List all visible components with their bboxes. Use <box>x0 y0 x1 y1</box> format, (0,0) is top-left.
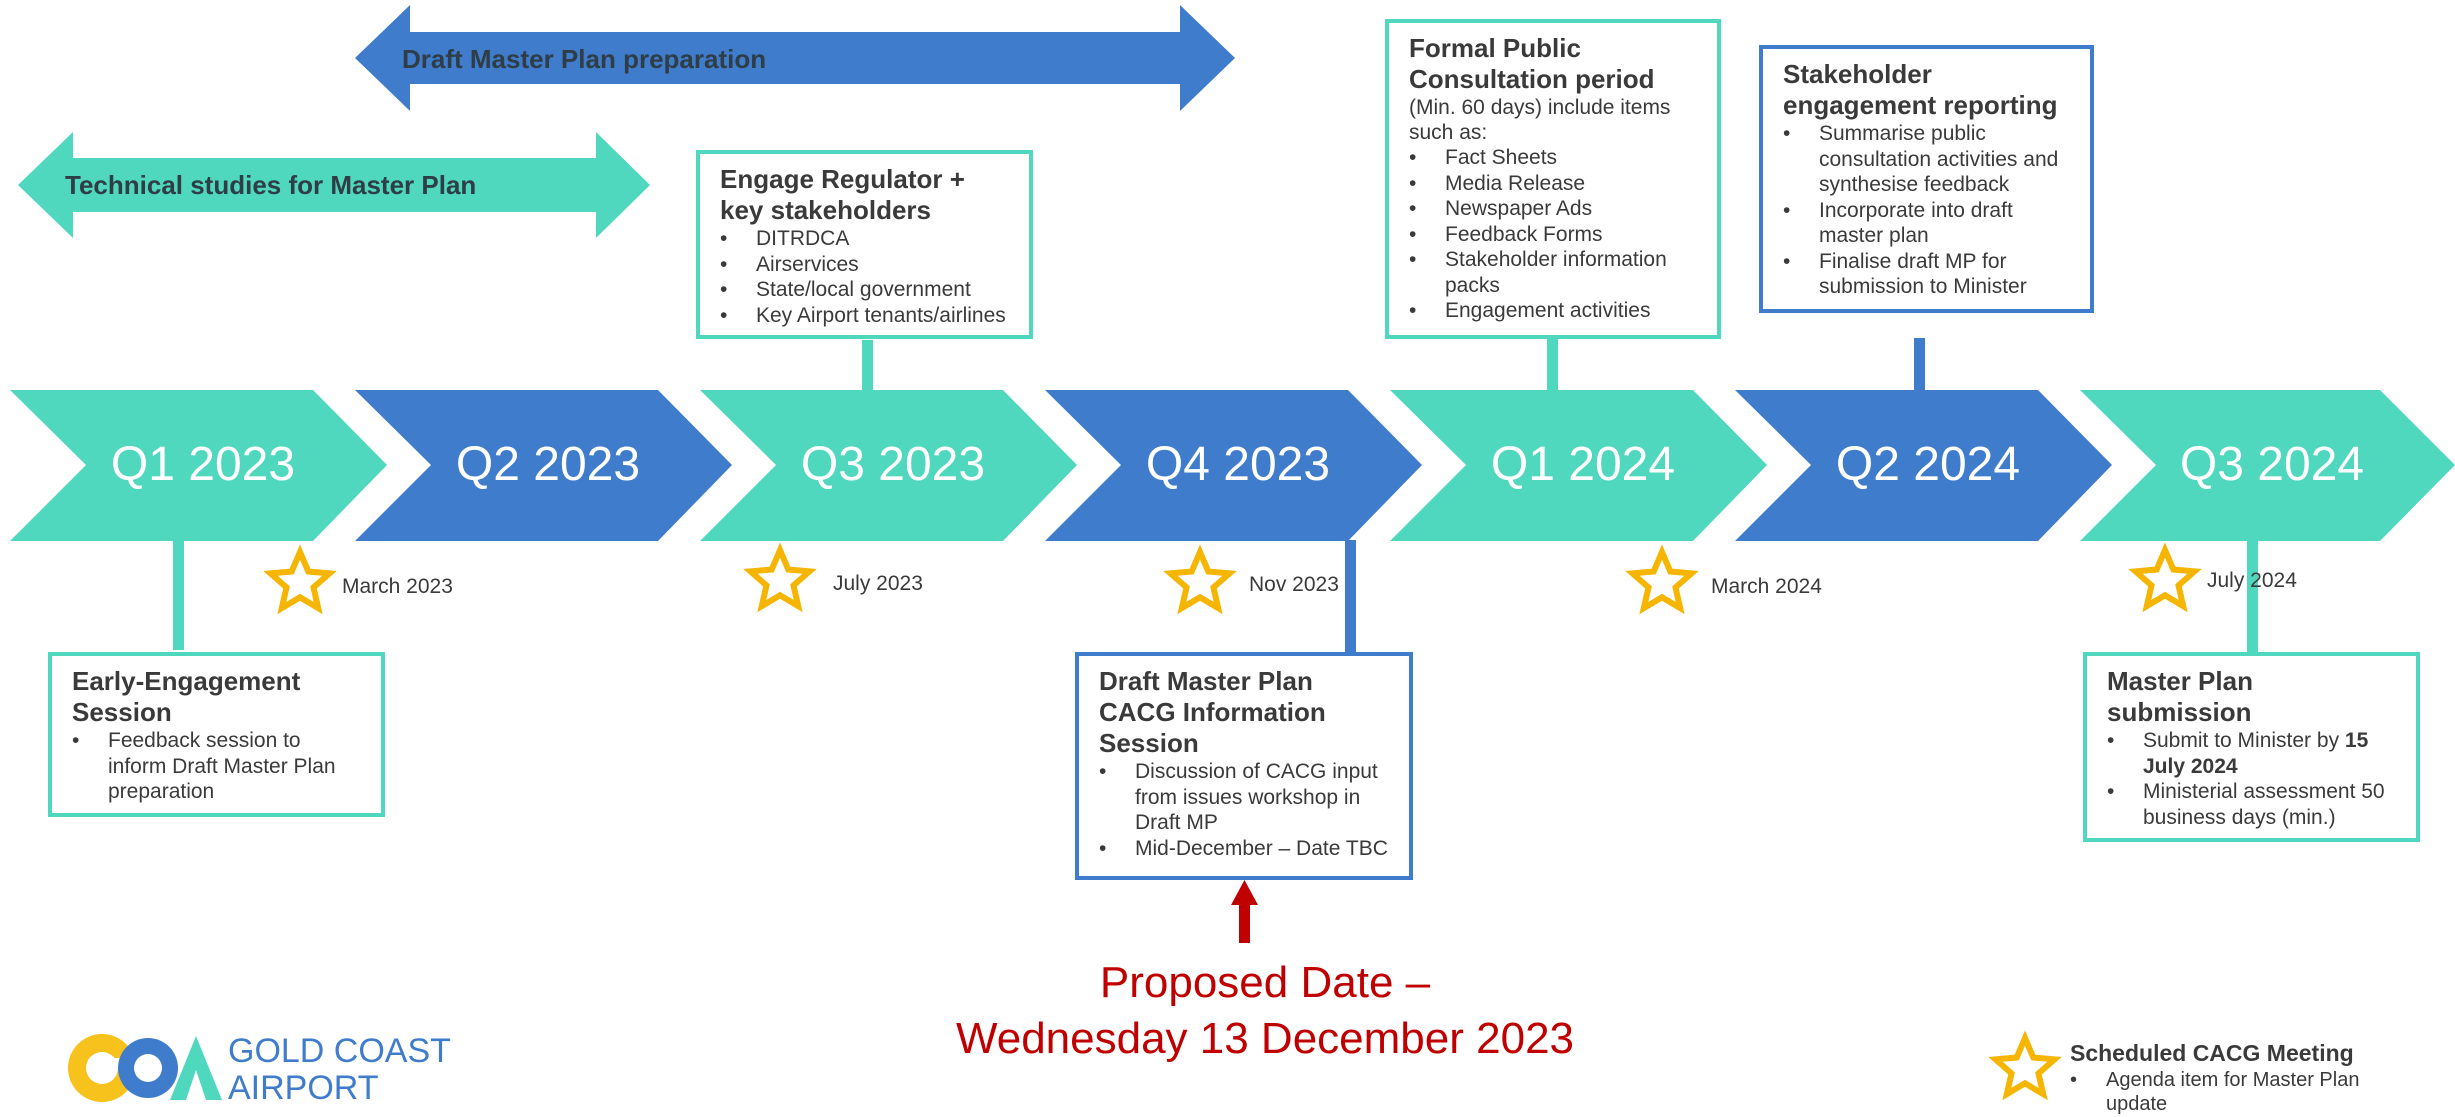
chevron-q3-2023 <box>700 390 1077 541</box>
connector-q2-2024 <box>1914 338 1925 390</box>
connector-q1-2024 <box>1547 338 1558 390</box>
connector-q3-2024 <box>2247 540 2258 652</box>
chevron-q1-2023 <box>10 390 387 541</box>
connector-q4-2023 <box>1345 540 1356 652</box>
star-icon <box>1163 544 1237 615</box>
plan-submission-title: Master Plan submission <box>2107 666 2253 727</box>
legend-title: Scheduled CACG Meeting <box>2070 1040 2354 1066</box>
list-item: Media Release <box>1409 171 1699 197</box>
cacg-session-title: Draft Master Plan CACG Information Sessi… <box>1099 666 1326 758</box>
connector-q1-2023 <box>173 540 184 650</box>
chevron-q2-2023 <box>355 390 732 541</box>
consultation-period-list: Fact Sheets Media Release Newspaper Ads … <box>1409 145 1699 324</box>
engage-regulator-box: Engage Regulator + key stakeholders DITR… <box>696 150 1033 339</box>
chevron-q2-2024 <box>1735 390 2112 541</box>
chevron-q4-2023 <box>1045 390 1422 541</box>
early-engagement-list: Feedback session to inform Draft Master … <box>72 728 363 805</box>
technical-studies-double-arrow <box>18 132 650 238</box>
connector-q3-2023 <box>862 340 873 390</box>
submission-deadline: 15 July 2024 <box>2143 729 2369 778</box>
logo-wordmark: GOLD COAST AIRPORT <box>228 1033 451 1107</box>
quarter-label-q1-2024: Q1 2024 <box>1490 438 1676 491</box>
draft-plan-double-arrow <box>355 5 1235 111</box>
engage-regulator-title: Engage Regulator + key stakeholders <box>720 164 965 225</box>
chevron-q3-2024 <box>2080 390 2455 541</box>
gca-logo-icon <box>68 1034 222 1102</box>
plan-submission-list: Submit to Minister by 15 July 2024 Minis… <box>2107 728 2398 830</box>
quarter-label-q3-2023: Q3 2023 <box>800 438 986 491</box>
list-item: Fact Sheets <box>1409 145 1699 171</box>
list-item: Newspaper Ads <box>1409 196 1699 222</box>
list-item: Submit to Minister by 15 July 2024 <box>2107 728 2398 779</box>
engagement-reporting-title: Stakeholder engagement reporting <box>1783 59 2058 120</box>
list-item: Discussion of CACG input from issues wor… <box>1099 759 1391 836</box>
legend-star-icon <box>1988 1030 2062 1101</box>
list-item: DITRDCA <box>720 226 1011 252</box>
list-item: Mid-December – Date TBC <box>1099 836 1391 862</box>
plan-submission-box: Master Plan submission Submit to Ministe… <box>2083 652 2420 842</box>
engage-regulator-list: DITRDCA Airservices State/local governme… <box>720 226 1011 328</box>
meeting-date-march-2023: March 2023 <box>342 575 453 598</box>
list-item: Feedback Forms <box>1409 222 1699 248</box>
list-item: Ministerial assessment 50 business days … <box>2107 779 2398 830</box>
meeting-date-july-2023: July 2023 <box>833 572 923 595</box>
list-item: Summarise public consultation activities… <box>1783 121 2072 198</box>
meeting-date-july-2024: July 2024 <box>2207 569 2297 592</box>
list-item: Stakeholder information packs <box>1409 247 1699 298</box>
engagement-reporting-box: Stakeholder engagement reporting Summari… <box>1759 45 2094 313</box>
list-item: Engagement activities <box>1409 298 1699 324</box>
legend-list: Agenda item for Master Plan update <box>2070 1068 2370 1116</box>
quarter-label-q4-2023: Q4 2023 <box>1145 438 1331 491</box>
legend-item: Agenda item for Master Plan update <box>2070 1068 2370 1116</box>
meeting-date-nov-2023: Nov 2023 <box>1249 573 1339 596</box>
submission-item-text: Submit to Minister by <box>2143 729 2345 752</box>
list-item: State/local government <box>720 277 1011 303</box>
logo-line2: AIRPORT <box>228 1069 379 1107</box>
early-engagement-box: Early-Engagement Session Feedback sessio… <box>48 652 385 817</box>
logo-line1: GOLD COAST <box>228 1032 451 1070</box>
consultation-period-intro: (Min. 60 days) include items such as: <box>1409 96 1671 144</box>
engagement-reporting-list: Summarise public consultation activities… <box>1783 121 2072 300</box>
star-icon <box>1625 544 1699 615</box>
draft-plan-label: Draft Master Plan preparation <box>402 44 767 74</box>
cacg-session-list: Discussion of CACG input from issues wor… <box>1099 759 1391 861</box>
list-item: Airservices <box>720 252 1011 278</box>
cacg-session-box: Draft Master Plan CACG Information Sessi… <box>1075 652 1413 880</box>
list-item: Finalise draft MP for submission to Mini… <box>1783 249 2072 300</box>
proposed-date: Proposed Date – Wednesday 13 December 20… <box>880 955 1650 1067</box>
consultation-period-box: Formal Public Consultation period (Min. … <box>1385 19 1721 339</box>
early-engagement-title: Early-Engagement Session <box>72 666 301 727</box>
quarter-label-q1-2023: Q1 2023 <box>110 438 296 491</box>
meeting-date-march-2024: March 2024 <box>1711 575 1822 598</box>
proposed-date-line2: Wednesday 13 December 2023 <box>955 1014 1575 1063</box>
proposed-arrow-head <box>1231 880 1258 905</box>
list-item: Feedback session to inform Draft Master … <box>72 728 363 805</box>
quarter-label-q2-2024: Q2 2024 <box>1835 438 2021 491</box>
star-icon <box>2128 542 2202 613</box>
chevron-q1-2024 <box>1390 390 1767 541</box>
consultation-period-title: Formal Public Consultation period <box>1409 33 1655 94</box>
proposed-date-line1: Proposed Date – <box>1099 958 1431 1007</box>
star-icon <box>263 544 337 615</box>
list-item: Incorporate into draft master plan <box>1783 198 2072 249</box>
quarter-label-q3-2024: Q3 2024 <box>2179 438 2365 491</box>
list-item: Key Airport tenants/airlines <box>720 303 1011 329</box>
technical-studies-label: Technical studies for Master Plan <box>65 170 477 200</box>
proposed-arrow-shaft <box>1239 903 1250 943</box>
star-icon <box>743 542 817 613</box>
quarter-label-q2-2023: Q2 2023 <box>455 438 641 491</box>
